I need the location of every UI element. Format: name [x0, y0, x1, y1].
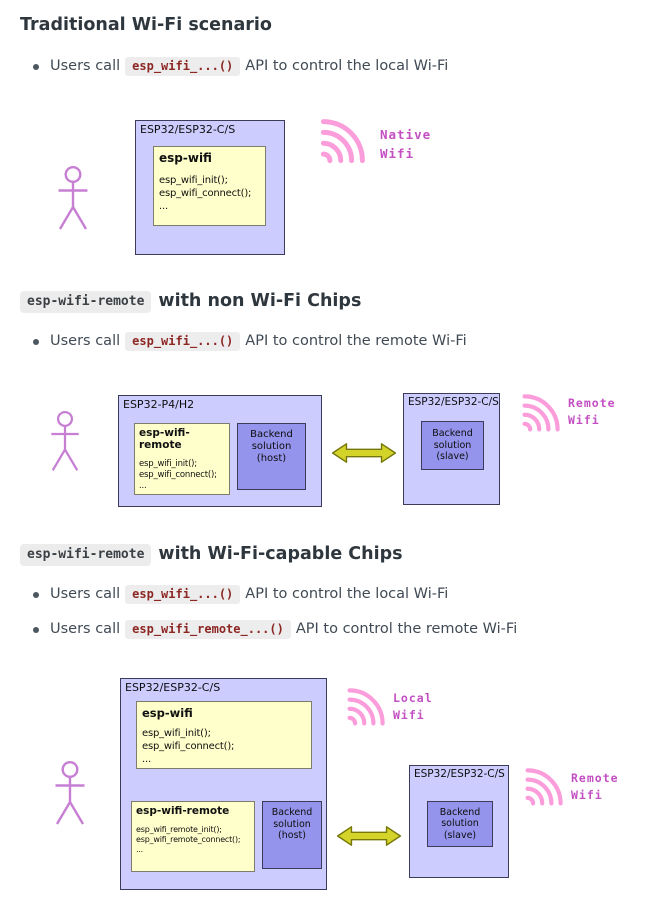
bullet-text-pre: Users call: [50, 621, 121, 637]
node-label: ESP32/ESP32-C/S: [140, 123, 236, 136]
esp-wifi-module-box: esp-wifi esp_wifi_init(); esp_wifi_conne…: [153, 146, 266, 226]
bidirectional-arrow-icon: [328, 441, 400, 465]
heading-text: with non Wi-Fi Chips: [158, 291, 362, 311]
node-label: ESP32/ESP32-C/S: [408, 396, 499, 408]
user-actor-icon: [55, 165, 91, 235]
bullet-marker-icon: [33, 591, 39, 598]
module-code: esp_wifi_init(); esp_wifi_connect(); ...: [139, 459, 217, 491]
wifi-signal-icon: [523, 764, 567, 808]
esp32-p4-h2-node: ESP32-P4/H2 esp-wifi-remote esp_wifi_ini…: [118, 395, 322, 507]
inline-code-chip: esp-wifi-remote: [20, 544, 152, 566]
module-title: esp-wifi: [142, 706, 193, 720]
module-code: esp_wifi_init(); esp_wifi_connect(); ...: [142, 728, 235, 765]
module-code: esp_wifi_init(); esp_wifi_connect(); ...: [159, 175, 252, 212]
node-label: ESP32/ESP32-C/S: [414, 768, 505, 780]
wifi-label-native: Native Wifi: [380, 127, 432, 161]
esp32-node: ESP32/ESP32-C/S esp-wifi esp_wifi_init()…: [135, 120, 285, 255]
wifi-label-local: Local Wifi: [393, 691, 433, 723]
esp32-slave-node: ESP32/ESP32-C/S Backend solution (slave): [409, 765, 509, 878]
module-title: esp-wifi-remote: [136, 805, 230, 817]
module-title: esp-wifi-remote: [139, 427, 190, 451]
esp-wifi-module-box: esp-wifi esp_wifi_init(); esp_wifi_conne…: [136, 701, 312, 769]
inline-code-chip: esp-wifi-remote: [20, 291, 152, 313]
backend-host-box: Backend solution (host): [237, 423, 306, 490]
heading-wifi-capable-chips: esp-wifi-remote with Wi-Fi-capable Chips: [20, 544, 403, 566]
bullet-text-post: API to control the local Wi-Fi: [245, 58, 449, 74]
heading-non-wifi-chips: esp-wifi-remote with non Wi-Fi Chips: [20, 291, 361, 313]
wifi-signal-icon: [345, 684, 389, 728]
wifi-label-remote: Remote Wifi: [568, 396, 616, 428]
node-label: ESP32-P4/H2: [123, 398, 195, 411]
node-label: ESP32/ESP32-C/S: [125, 681, 221, 694]
bullet-text-pre: Users call: [50, 586, 121, 602]
bullet-text-pre: Users call: [50, 58, 121, 74]
inline-code-chip: esp_wifi_...(): [125, 332, 241, 351]
user-actor-icon: [52, 760, 88, 830]
bullet-text-post: API to control the remote Wi-Fi: [295, 621, 518, 637]
bullet-text-post: API to control the remote Wi-Fi: [245, 333, 467, 349]
backend-slave-box: Backend solution (slave): [421, 421, 484, 470]
diagram-wifi-capable-chips: ESP32/ESP32-C/S esp-wifi esp_wifi_init()…: [20, 672, 665, 902]
inline-code-chip: esp_wifi_remote_...(): [125, 620, 291, 639]
heading-text: Traditional Wi-Fi scenario: [20, 15, 272, 35]
bidirectional-arrow-icon: [333, 824, 405, 848]
module-title: esp-wifi: [159, 151, 212, 165]
wifi-label-remote: Remote Wifi: [571, 771, 619, 803]
inline-code-chip: esp_wifi_...(): [125, 57, 241, 76]
heading-text: with Wi-Fi-capable Chips: [158, 544, 403, 564]
diagram-traditional-wifi: ESP32/ESP32-C/S esp-wifi esp_wifi_init()…: [20, 108, 650, 276]
diagram-non-wifi-chips: ESP32-P4/H2 esp-wifi-remote esp_wifi_ini…: [20, 385, 665, 520]
backend-host-box: Backend solution (host): [262, 801, 322, 869]
esp-wifi-remote-module-box: esp-wifi-remote esp_wifi_remote_init(); …: [131, 801, 255, 872]
bullet-text-pre: Users call: [50, 333, 121, 349]
bullet-marker-icon: [33, 338, 39, 345]
esp32-host-node: ESP32/ESP32-C/S esp-wifi esp_wifi_init()…: [120, 678, 327, 890]
esp-wifi-remote-module-box: esp-wifi-remote esp_wifi_init(); esp_wif…: [134, 423, 230, 495]
wifi-signal-icon: [520, 390, 564, 434]
bullet-text-post: API to control the local Wi-Fi: [245, 586, 449, 602]
esp32-c-s-node: ESP32/ESP32-C/S Backend solution (slave): [403, 393, 500, 505]
bullet-marker-icon: [33, 63, 39, 70]
backend-slave-box: Backend solution (slave): [427, 801, 493, 847]
heading-traditional-wifi: Traditional Wi-Fi scenario: [20, 15, 272, 35]
user-actor-icon: [48, 410, 82, 476]
inline-code-chip: esp_wifi_...(): [125, 585, 241, 604]
bullet-marker-icon: [33, 626, 39, 633]
module-code: esp_wifi_remote_init(); esp_wifi_remote_…: [136, 825, 241, 855]
wifi-signal-icon: [318, 113, 370, 167]
